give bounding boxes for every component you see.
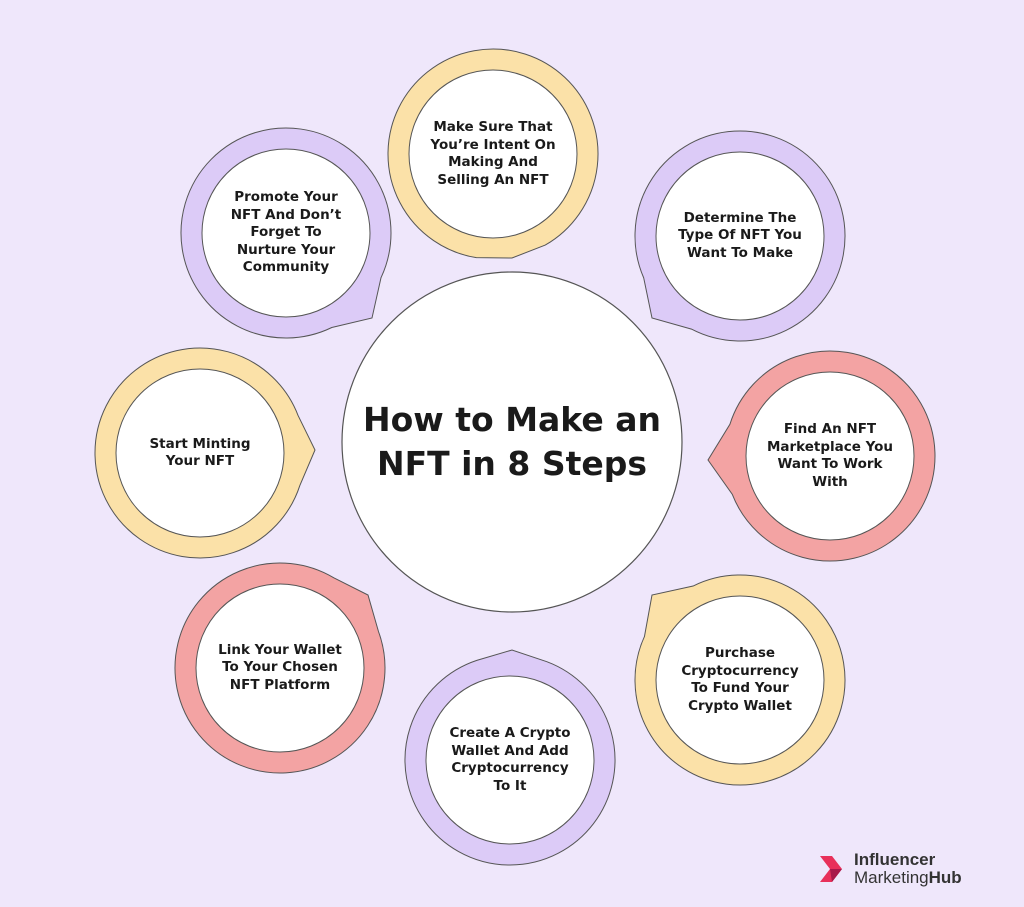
step-7-label: Start Minting Your NFT (149, 435, 251, 470)
brand-name-line1: Influencer (854, 850, 936, 869)
influencer-marketing-hub-logo: Influencer MarketingHub (818, 850, 998, 888)
step-5-circle (425, 675, 595, 845)
brand-word-hub: Hub (928, 868, 962, 887)
step-4-label: Purchase Cryptocurrency To Fund Your Cry… (681, 645, 799, 714)
step-bubble-4 (634, 574, 846, 786)
center-title: How to Make an NFT in 8 Steps (363, 400, 661, 483)
step-bubble-3 (707, 350, 936, 562)
step-8-label: Promote Your NFT And Don’t Forget To Nur… (230, 189, 342, 276)
step-1-circle (408, 69, 578, 239)
step-bubble-7 (94, 347, 316, 559)
step-7-circle (115, 368, 285, 538)
step-bubble-6 (174, 562, 386, 774)
step-1-label: Make Sure That You’re Intent On Making A… (430, 119, 556, 188)
step-3-circle (745, 371, 915, 541)
step-bubble-1 (387, 48, 599, 259)
step-6-circle (195, 583, 365, 753)
step-3-label: Find An NFT Marketplace You Want To Work… (766, 421, 894, 490)
brand-mark-icon (820, 856, 842, 882)
step-bubble-2 (634, 130, 846, 342)
brand-name-line2: MarketingHub (854, 868, 962, 888)
step-6-label: Link Your Wallet To Your Chosen NFT Plat… (218, 641, 342, 693)
step-2-circle (655, 151, 825, 321)
step-8-circle (201, 148, 371, 318)
step-5-label: Create A Crypto Wallet And Add Cryptocur… (449, 725, 571, 794)
center-circle (341, 271, 683, 613)
step-bubble-5 (404, 649, 616, 866)
step-2-label: Determine The Type Of NFT You Want To Ma… (678, 209, 802, 261)
brand-word-marketing: Marketing (854, 868, 929, 887)
step-4-circle (655, 595, 825, 765)
step-bubble-8 (180, 127, 392, 339)
